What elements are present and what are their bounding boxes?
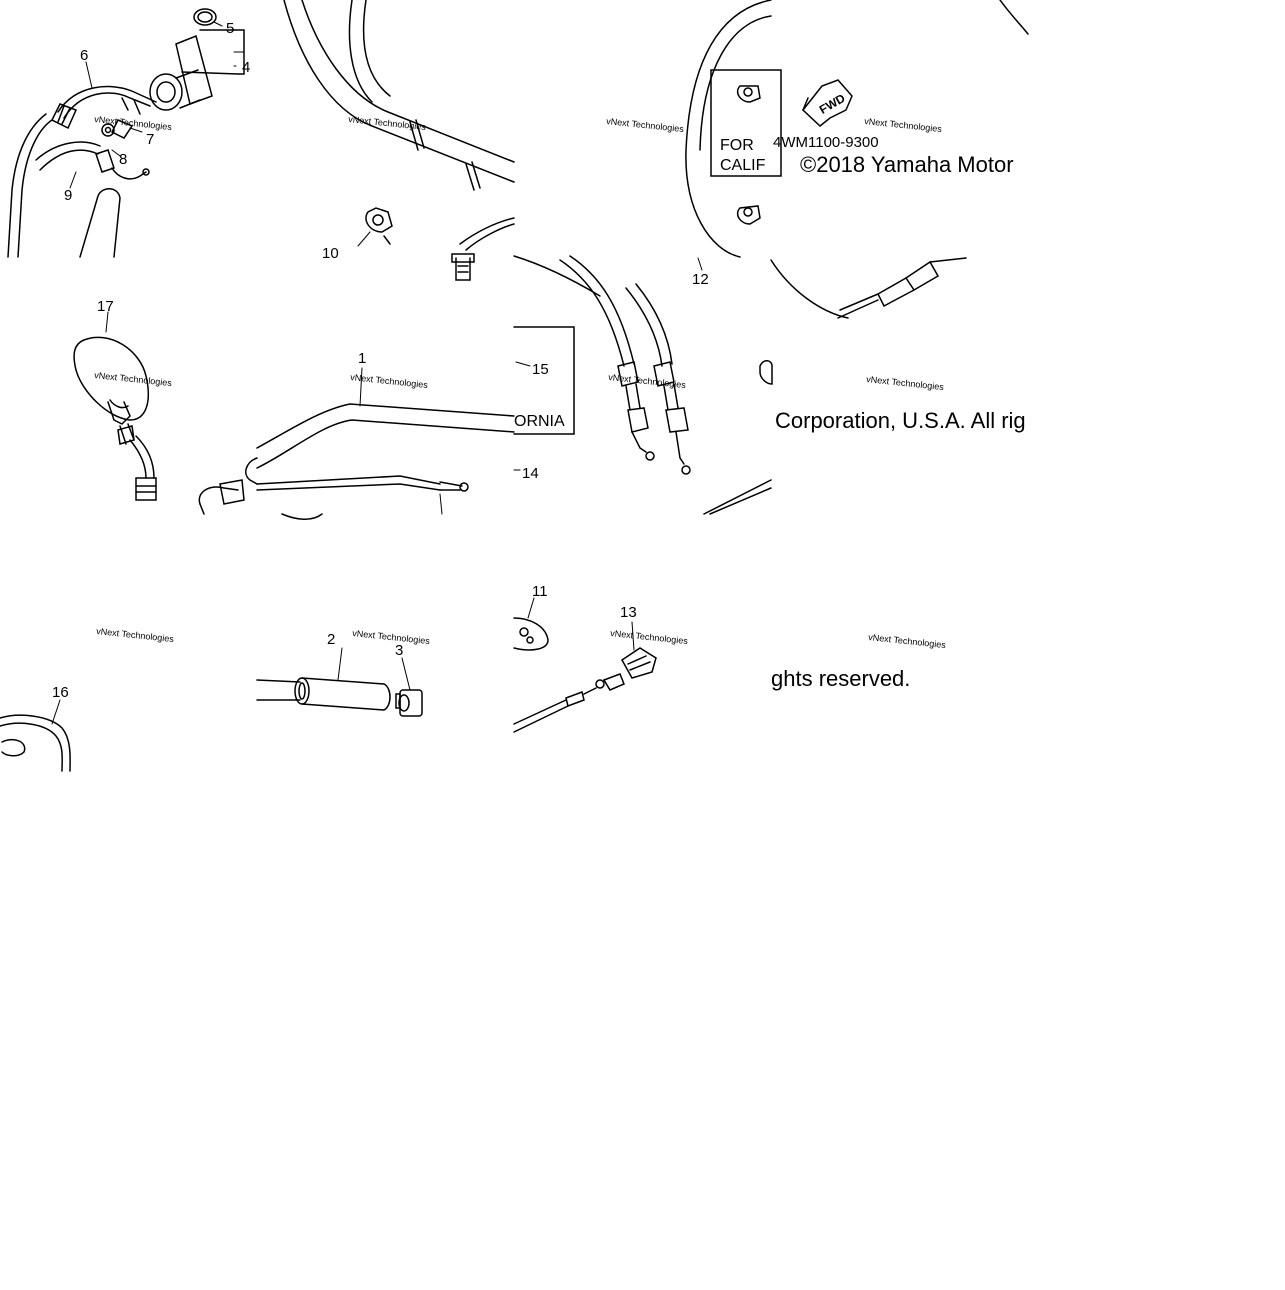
note-for: FOR: [720, 137, 754, 154]
callout-2: 2: [327, 631, 335, 648]
fwd-arrow-area: [801, 0, 1029, 127]
note-calif: CALIF: [720, 157, 766, 174]
callout-5: 5: [226, 20, 234, 37]
watermark: vNext Technologies: [606, 116, 685, 134]
callout-11: 11: [532, 583, 548, 600]
watermark: vNext Technologies: [350, 372, 429, 390]
copyright-line-2: Corporation, U.S.A. All rig: [775, 408, 1026, 433]
callout-10: 10: [322, 245, 339, 262]
cables-center: [513, 255, 773, 515]
handlebar-center: [198, 367, 515, 520]
callout-8: 8: [119, 151, 127, 168]
callout-4: 4: [242, 59, 250, 76]
left-grip-assembly: [7, 8, 245, 258]
watermark: vNext Technologies: [866, 374, 945, 392]
watermark: vNext Technologies: [608, 372, 687, 390]
watermark: vNext Technologies: [610, 628, 689, 646]
callout-7: 7: [146, 131, 154, 148]
watermark: vNext Technologies: [348, 114, 427, 132]
watermark: vNext Technologies: [864, 116, 943, 134]
copyright-line-3: ghts reserved.: [771, 666, 910, 691]
watermark: vNext Technologies: [352, 628, 431, 646]
callout-1: 1: [358, 350, 366, 367]
watermark: vNext Technologies: [868, 632, 947, 650]
callout-6: 6: [80, 47, 88, 64]
callout-9: 9: [64, 187, 72, 204]
callout-16: 16: [52, 684, 69, 701]
copyright-line-1: ©2018 Yamaha Motor: [800, 152, 1014, 177]
callout-14: 14: [522, 465, 539, 482]
handlebar-top: [283, 0, 515, 281]
callout-12: 12: [692, 271, 709, 288]
right-grip-assembly: [256, 647, 423, 717]
wire-bottom-right: [770, 257, 967, 319]
watermark: vNext Technologies: [94, 370, 173, 388]
watermark: vNext Technologies: [96, 626, 175, 644]
callout-15: 15: [532, 361, 549, 378]
switch-parts: [513, 597, 657, 733]
mirror-17: [73, 311, 157, 501]
callout-3: 3: [395, 642, 403, 659]
mirror-16: [0, 699, 71, 772]
part-code: 4WM1100-9300: [773, 134, 879, 151]
cable-routing-top: [513, 0, 782, 297]
note-ornia: ORNIA: [514, 413, 565, 430]
callout-13: 13: [620, 604, 637, 621]
callout-17: 17: [97, 298, 114, 315]
fwd-label: FWD: [817, 91, 848, 117]
